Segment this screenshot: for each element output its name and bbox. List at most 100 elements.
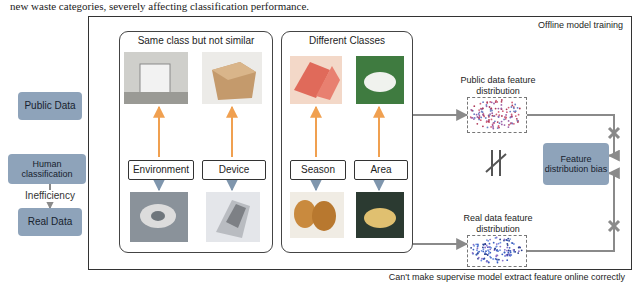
scatter-dot xyxy=(514,104,516,106)
data-box: Public Data xyxy=(18,92,82,120)
distribution-plot: Public data feature distribution xyxy=(467,97,527,133)
scatter-dot xyxy=(477,248,479,250)
scatter-dot xyxy=(477,253,479,255)
scatter-dot xyxy=(477,246,479,248)
photo-environment-real xyxy=(130,192,188,242)
scatter-dot xyxy=(482,114,484,116)
down-arrow xyxy=(378,179,380,190)
scatter-dot xyxy=(494,115,496,117)
scatter-dot xyxy=(479,111,481,113)
scatter-dot xyxy=(488,261,490,263)
scatter-dot xyxy=(474,117,476,119)
scatter-dot xyxy=(515,115,517,117)
scatter-dot xyxy=(490,110,492,112)
photo-device-public xyxy=(202,52,262,104)
scatter-dot xyxy=(501,121,503,123)
node-text: Season xyxy=(301,164,335,176)
down-arrow xyxy=(315,179,317,190)
scatter-dot xyxy=(513,110,515,112)
scatter-dot xyxy=(476,114,478,116)
scatter-dot xyxy=(480,119,482,121)
scatter-dot xyxy=(493,103,495,105)
scatter-dot xyxy=(514,251,516,253)
scatter-dot xyxy=(487,254,489,256)
scatter-dot xyxy=(513,243,515,245)
scatter-dot xyxy=(482,108,484,110)
scatter-dot xyxy=(499,239,501,241)
scatter-dot xyxy=(517,252,519,254)
scatter-dot xyxy=(504,124,506,126)
scatter-dot xyxy=(511,105,513,107)
scatter-dot xyxy=(488,253,490,255)
scatter-dot xyxy=(488,121,490,123)
scatter-dot xyxy=(507,239,509,241)
scatter-dot xyxy=(488,262,490,264)
scatter-dot xyxy=(488,246,490,248)
scatter-dot xyxy=(484,258,486,260)
scatter-dot xyxy=(509,247,511,249)
group-panel: Same class but not similarEnvironmentDev… xyxy=(119,31,273,253)
scatter-dot xyxy=(493,122,495,124)
scatter-dot xyxy=(477,258,479,260)
scatter-dot xyxy=(471,110,473,112)
node-text: Environment xyxy=(133,164,189,176)
scatter-dot xyxy=(505,255,507,257)
scatter-dot xyxy=(479,116,481,118)
scatter-dot xyxy=(488,121,490,123)
scatter-dot xyxy=(491,112,493,114)
scatter-dot xyxy=(519,247,521,249)
scatter-dot xyxy=(502,110,504,112)
scatter-dot xyxy=(497,121,499,123)
scatter-dot xyxy=(486,120,488,122)
scatter-dot xyxy=(472,253,474,255)
scatter-dot xyxy=(493,242,495,244)
scatter-dot xyxy=(486,261,488,263)
scatter-dot xyxy=(472,252,474,254)
scatter-dot xyxy=(475,243,477,245)
scatter-dot xyxy=(489,256,491,258)
scatter-dot xyxy=(494,120,496,122)
scatter-dot xyxy=(511,115,513,117)
scatter-dot xyxy=(492,128,494,130)
scatter-dot xyxy=(489,243,491,245)
scatter-dot xyxy=(496,243,498,245)
scatter-dot xyxy=(492,126,494,128)
scatter-dot xyxy=(497,260,499,262)
scatter-dot xyxy=(506,250,508,252)
scatter-dot xyxy=(501,104,503,106)
scatter-dot xyxy=(480,108,482,110)
scatter-dot xyxy=(478,113,480,115)
scatter-dot xyxy=(515,110,517,112)
scatter-dot xyxy=(508,107,510,109)
scatter-dot xyxy=(507,238,509,240)
scatter-dot xyxy=(489,248,491,250)
scatter-dot xyxy=(517,107,519,109)
scatter-dot xyxy=(473,113,475,115)
scatter-dot xyxy=(480,117,482,119)
data-box: Real Data xyxy=(18,208,82,236)
scatter-dot xyxy=(518,250,520,252)
process-box: Human classification xyxy=(8,154,86,184)
scatter-dot xyxy=(481,258,483,260)
scatter-dot xyxy=(510,123,512,125)
scatter-dot xyxy=(511,106,513,108)
up-arrow xyxy=(378,107,380,157)
node-text: Area xyxy=(370,164,391,176)
scatter-dot xyxy=(489,239,491,241)
scatter-dot xyxy=(486,260,488,262)
scatter-dot xyxy=(519,246,521,248)
scatter-dot xyxy=(504,252,506,254)
scatter-dot xyxy=(490,108,492,110)
down-arrow xyxy=(231,179,233,190)
scatter-dot xyxy=(516,118,518,120)
scatter-dot xyxy=(498,108,500,110)
scatter-dot xyxy=(500,108,502,110)
scatter-dot xyxy=(501,99,503,101)
scatter-dot xyxy=(478,117,480,119)
node-text: Real data feature distribution xyxy=(450,213,546,234)
scatter-dot xyxy=(486,102,488,104)
node-text: Feature distribution bias xyxy=(543,154,609,175)
scatter-dot xyxy=(490,126,492,128)
scatter-dot xyxy=(508,126,510,128)
scatter-dot xyxy=(501,115,503,117)
